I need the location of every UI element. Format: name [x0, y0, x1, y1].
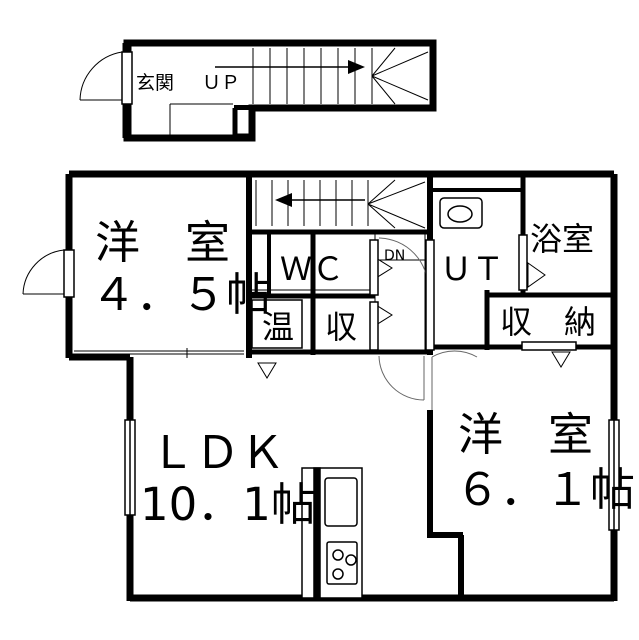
ldk-name: ＬＤＫ: [150, 426, 285, 479]
entrance-door: [79, 51, 133, 105]
room45-size: ４．５帖: [91, 268, 271, 321]
up-arrow: [215, 60, 365, 74]
room61-name: 洋 室: [458, 408, 593, 461]
room61-size: ６．１帖: [455, 463, 635, 516]
room45-door: [22, 249, 75, 298]
up-label: ＵＰ: [202, 72, 240, 94]
room45-name: 洋 室: [95, 216, 230, 269]
ldk-size: 10．1帖: [140, 478, 316, 531]
down-arrow: [275, 193, 365, 207]
room61-window: [608, 419, 620, 531]
ut-door: [251, 234, 577, 351]
wc-label: ＷＣ: [280, 250, 344, 288]
bath-label: 浴室: [530, 220, 594, 258]
dn-label: DN: [384, 248, 405, 264]
room45-sliding-door: [74, 348, 244, 358]
outer-walls: [65, 170, 618, 602]
kitchen-counter: [301, 467, 363, 599]
up-stairs: [252, 47, 429, 105]
storage2-label: 収 納: [500, 303, 596, 341]
onsui-label: 温: [262, 308, 294, 346]
storage1-label: 収: [325, 308, 357, 346]
genkan-label: 玄関: [136, 72, 174, 94]
wash-basin: [439, 197, 483, 229]
ut-label: ＵＴ: [440, 250, 504, 288]
ldk-window: [124, 419, 136, 516]
